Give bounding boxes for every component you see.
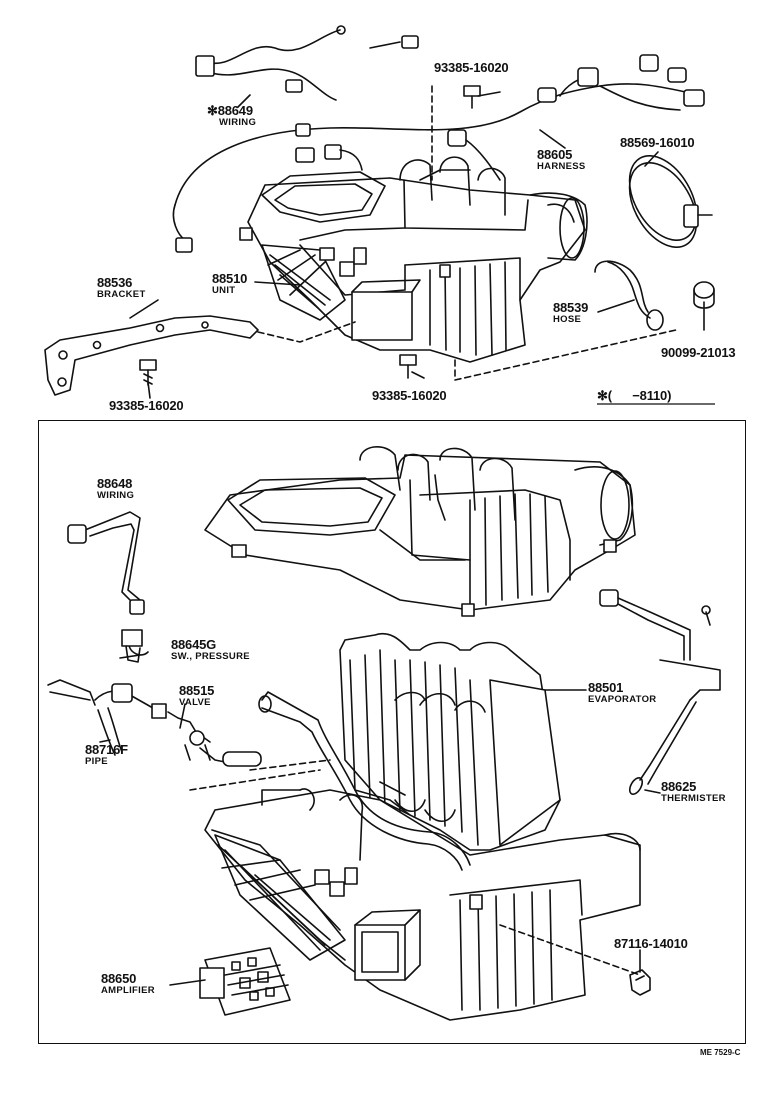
- label-88645G: 88645G SW., PRESSURE: [171, 638, 250, 662]
- unit-88510-drawing: [239, 156, 588, 363]
- evaporator-88501-drawing: [339, 632, 561, 851]
- part-number: 93385-16020: [434, 60, 509, 75]
- part-name: WIRING: [219, 117, 257, 128]
- label-87116: 87116-14010: [614, 937, 688, 950]
- wiring-88648-drawing: [67, 511, 145, 615]
- figure-code: ME 7529-C: [700, 1048, 741, 1057]
- thermister-88625-drawing: [599, 589, 721, 795]
- part-name: PIPE: [85, 756, 108, 767]
- part-number: 88625: [661, 779, 697, 794]
- bottom-leader-lines: [99, 654, 661, 986]
- part-name: SW., PRESSURE: [171, 651, 250, 662]
- part-name: HOSE: [553, 314, 582, 325]
- label-88569: 88569-16010: [620, 135, 695, 150]
- part-number: 88539: [553, 300, 589, 315]
- part-number: 88536: [97, 275, 133, 290]
- label-93385-bottom: 93385-16020: [372, 388, 447, 403]
- part-number: 88645G: [171, 637, 217, 652]
- amplifier-88650-drawing: [199, 947, 291, 1016]
- hose-88539-drawing: [594, 260, 664, 331]
- clip-87116-drawing: [629, 969, 651, 996]
- label-88536: 88536 BRACKET: [97, 276, 146, 300]
- part-number: 88648: [97, 476, 133, 491]
- part-number: 90099-21013: [661, 345, 736, 360]
- part-number: 93385-16020: [109, 398, 184, 413]
- note-text: ✻( −8110): [597, 388, 672, 403]
- label-93385-top: 93385-16020: [434, 60, 509, 75]
- part-name: THERMISTER: [661, 793, 726, 804]
- part-number: 88569-16010: [620, 135, 695, 150]
- label-93385-left: 93385-16020: [109, 398, 184, 413]
- detail-frame: [38, 420, 746, 1044]
- note-applicability: ✻( −8110): [597, 389, 671, 402]
- part-name: AMPLIFIER: [101, 985, 155, 996]
- label-88649: ✻88649 WIRING: [207, 104, 256, 128]
- lower-case-drawing: [204, 788, 641, 1021]
- label-88539: 88539 HOSE: [553, 301, 588, 325]
- label-88501: 88501 EVAPORATOR: [588, 681, 656, 705]
- part-name: WIRING: [97, 490, 135, 501]
- label-88515: 88515 VALVE: [179, 684, 214, 708]
- part-number: 88515: [179, 683, 215, 698]
- part-number: ✻88649: [207, 103, 253, 118]
- part-name: UNIT: [212, 285, 236, 296]
- label-88716F: 88716F PIPE: [85, 743, 128, 767]
- label-88510: 88510 UNIT: [212, 272, 247, 296]
- label-88625: 88625 THERMISTER: [661, 780, 726, 804]
- part-number: 88501: [588, 680, 624, 695]
- label-90099: 90099-21013: [661, 345, 736, 360]
- label-88605: 88605 HARNESS: [537, 148, 586, 172]
- part-name: EVAPORATOR: [588, 694, 657, 705]
- note-underline: [597, 403, 715, 405]
- harness-88605-drawing: [172, 54, 705, 253]
- pipe-and-valve-drawing: [47, 629, 471, 871]
- upper-case-drawing: [204, 446, 636, 617]
- top-leader-lines: [129, 85, 705, 399]
- label-88650: 88650 AMPLIFIER: [101, 972, 155, 996]
- part-number: 88605: [537, 147, 573, 162]
- part-number: 87116-14010: [614, 936, 688, 951]
- wiring-88649-drawing: [195, 25, 419, 101]
- clamp-88569-drawing: [628, 154, 713, 249]
- part-number: 93385-16020: [372, 388, 447, 403]
- part-name: HARNESS: [537, 161, 586, 172]
- bracket-88536-drawing: [44, 315, 259, 396]
- part-name: VALVE: [179, 697, 211, 708]
- part-number: 88650: [101, 971, 137, 986]
- part-number: 88510: [212, 271, 248, 286]
- part-name: BRACKET: [97, 289, 146, 300]
- part-number: 88716F: [85, 742, 128, 757]
- label-88648: 88648 WIRING: [97, 477, 134, 501]
